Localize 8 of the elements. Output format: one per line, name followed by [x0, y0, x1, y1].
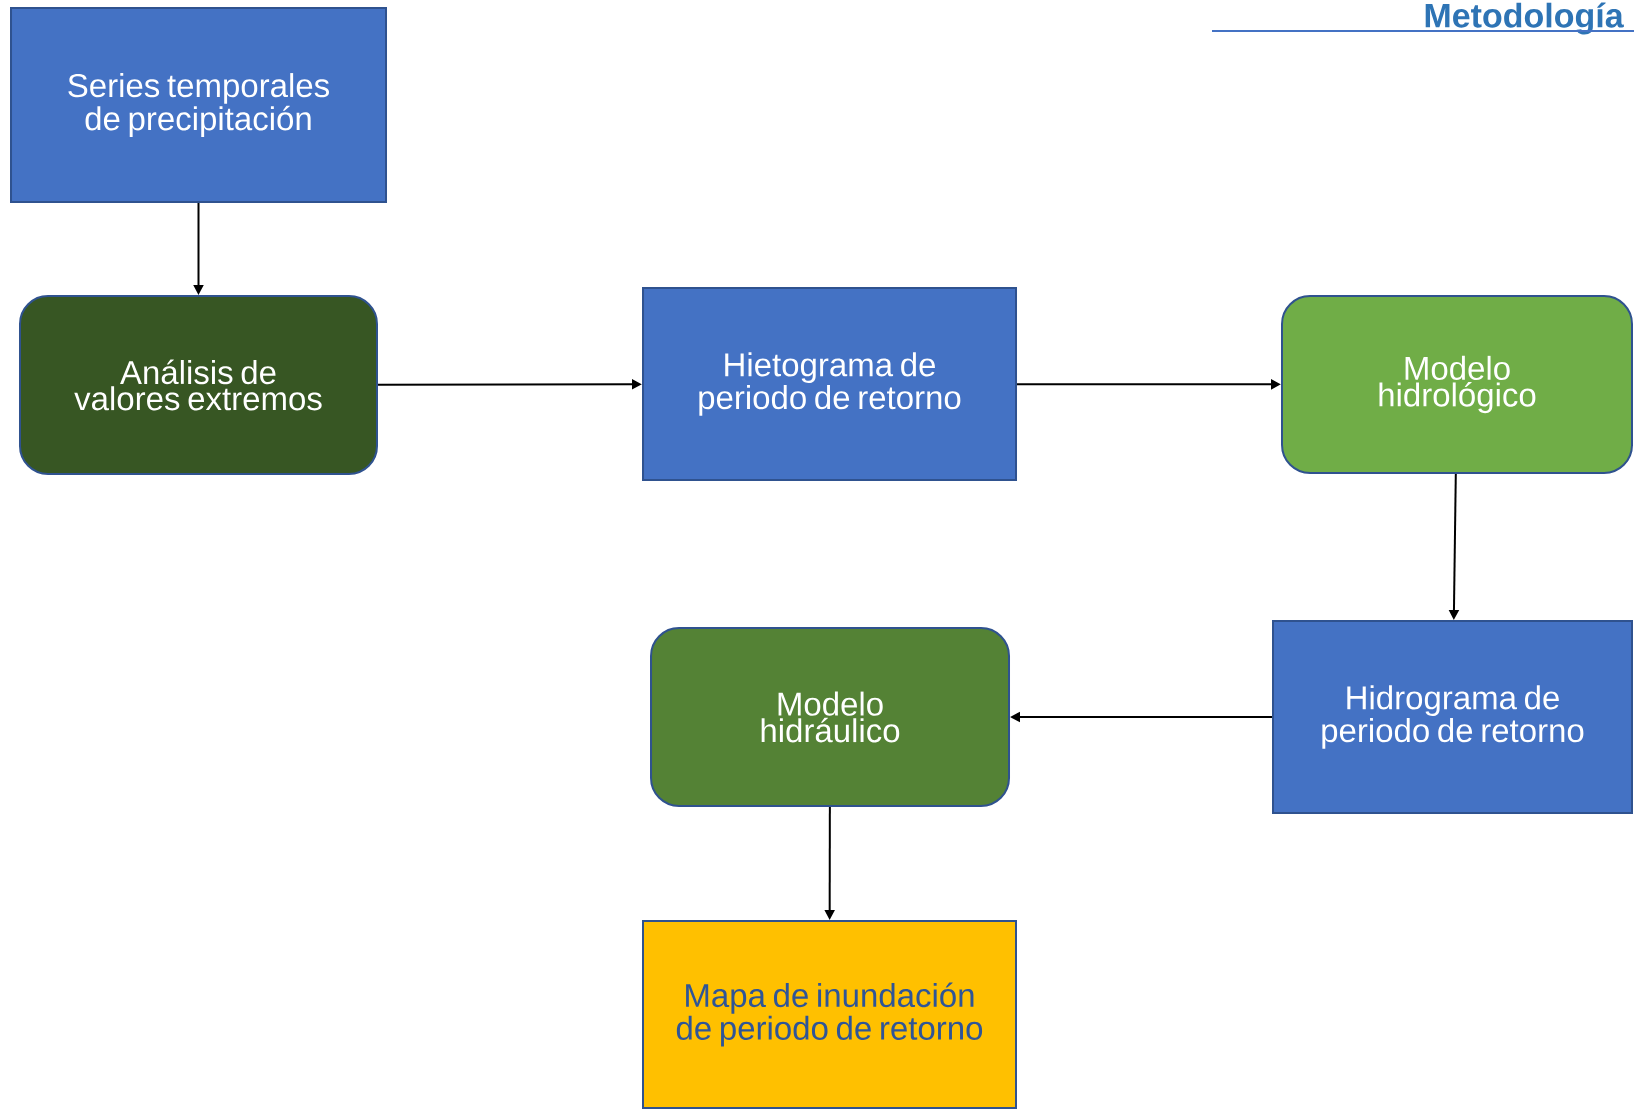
rounded-process-box: Modelo hidráulico [650, 627, 1010, 807]
process-box: Hidrograma de periodo de retorno [1272, 620, 1633, 814]
rounded-process-box: Análisis de valores extremos [19, 295, 378, 475]
process-box: Hietograma de periodo de retorno [642, 287, 1017, 481]
heading: Metodología [1425, 2, 1624, 35]
output-box: Mapa de inundación de periodo de retorno [642, 920, 1017, 1109]
rounded-process-box: Modelo hidrológico [1281, 295, 1633, 474]
process-box: Series temporales de precipitación [10, 7, 387, 203]
